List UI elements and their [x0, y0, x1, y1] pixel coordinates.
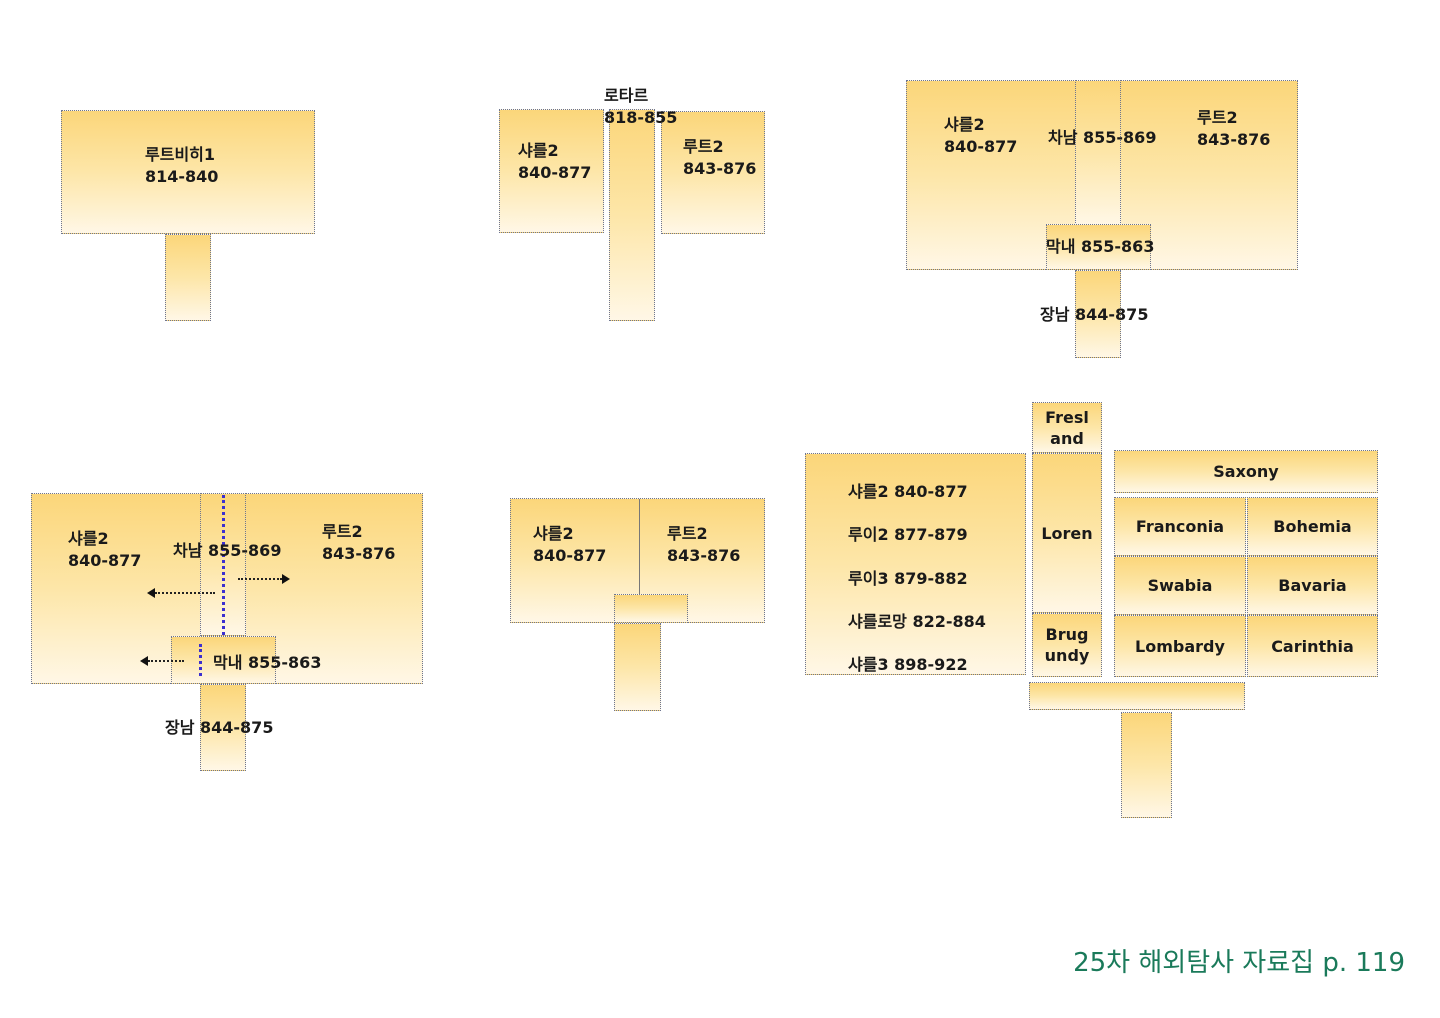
diagram1-stem	[165, 234, 211, 321]
diagram3-center-label: 차남 855-869	[1048, 128, 1157, 147]
diagram3-stem	[1075, 270, 1121, 358]
region-brugundy: Brug undy	[1032, 613, 1102, 677]
ruler-name: 루트2	[683, 137, 724, 156]
diagram3-center-strip	[1075, 80, 1121, 225]
ruler-name: 샤를2	[68, 529, 109, 548]
diagram2-left-label: 샤를2 840-877	[518, 140, 591, 184]
diagram2-left-box	[499, 109, 604, 233]
diagram1-label: 루트비히1 814-840	[145, 144, 218, 188]
region-label: and	[1050, 428, 1084, 448]
ruler-years: 840-877	[518, 163, 592, 182]
region-label: Bavaria	[1278, 576, 1347, 595]
region-bavaria: Bavaria	[1247, 556, 1378, 615]
ruler-name: 루트비히1	[145, 145, 216, 164]
divider-line	[639, 499, 640, 594]
diagram2-center-strip	[609, 109, 655, 321]
diagram3-eldest-label: 장남 844-875	[1040, 305, 1149, 324]
diagram6-bar	[1029, 682, 1245, 710]
diagram6-stem	[1121, 712, 1172, 818]
ruler-years: 840-877	[944, 137, 1018, 156]
rulers-box	[805, 453, 1026, 675]
ruler-name: 샤를2	[533, 524, 574, 543]
ruler-years: 814-840	[145, 167, 219, 186]
region-franconia: Franconia	[1114, 497, 1246, 556]
ruler-years: 840-877	[533, 546, 607, 565]
diagram4-stem	[200, 684, 246, 771]
diagram5-left-label: 샤를2 840-877	[533, 523, 606, 567]
diagram3-youngest-box	[1046, 224, 1151, 270]
rulers-list: 샤를2 840-877 루이2 877-879 루이3 879-882 샤를로망…	[848, 470, 986, 686]
ruler-name: 루트2	[1197, 108, 1238, 127]
ruler-years: 818-855	[604, 108, 678, 127]
diagram1-main-box	[61, 110, 315, 234]
diagram3-left-label: 샤를2 840-877	[944, 114, 1017, 158]
ruler-years: 840-877	[68, 551, 142, 570]
region-lombardy: Lombardy	[1114, 615, 1246, 677]
ruler-item: 루이3 879-882	[848, 568, 968, 588]
region-label: Saxony	[1213, 462, 1279, 481]
region-label: undy	[1044, 646, 1090, 665]
region-label: Lombardy	[1135, 636, 1225, 656]
ruler-name: 샤를2	[944, 115, 985, 134]
diagram2-right-label: 루트2 843-876	[683, 136, 756, 180]
diagram4-youngest-label: 막내 855-863	[213, 653, 322, 672]
ruler-item: 샤를로망 822-884	[848, 611, 986, 631]
ruler-name: 로타르	[604, 86, 649, 105]
diagram4-eldest-label: 장남 844-875	[165, 718, 274, 737]
divider-line	[199, 644, 202, 676]
diagram3-right-label: 루트2 843-876	[1197, 107, 1270, 151]
ruler-years: 843-876	[667, 546, 741, 565]
diagram2-right-box	[661, 111, 765, 234]
arrow-right-icon	[238, 574, 290, 584]
ruler-item: 샤를3 898-922	[848, 655, 968, 675]
diagram5-right-label: 루트2 843-876	[667, 523, 740, 567]
region-label: Loren	[1041, 523, 1093, 543]
region-label: Brug	[1045, 625, 1089, 644]
region-bohemia: Bohemia	[1247, 497, 1378, 556]
region-label: Franconia	[1135, 517, 1225, 536]
ruler-years: 843-876	[322, 544, 396, 563]
diagram5-stem	[614, 623, 661, 711]
arrow-left-icon	[147, 588, 215, 598]
ruler-years: 843-876	[1197, 130, 1271, 149]
region-label: Swabia	[1147, 576, 1213, 595]
region-swabia: Swabia	[1114, 556, 1246, 615]
page-footer: 25차 해외탐사 자료집 p. 119	[1073, 948, 1405, 978]
divider-line	[222, 495, 225, 635]
diagram4-left-label: 샤를2 840-877	[68, 528, 141, 572]
ruler-years: 843-876	[683, 159, 757, 178]
diagram5-small-box	[614, 594, 688, 623]
region-saxony: Saxony	[1114, 450, 1378, 493]
ruler-item: 샤를2 840-877	[848, 482, 968, 501]
region-label: Fresl	[1045, 407, 1089, 427]
region-label: Carinthia	[1271, 636, 1354, 656]
ruler-item: 루이2 877-879	[848, 525, 968, 545]
diagram3-youngest-label: 막내 855-863	[1046, 237, 1155, 256]
ruler-name: 루트2	[322, 522, 363, 541]
diagram4-right-label: 루트2 843-876	[322, 521, 395, 565]
ruler-name: 샤를2	[518, 141, 559, 160]
diagram2-center-label: 로타르 818-855	[604, 85, 677, 129]
diagram4-center-label: 차남 855-869	[173, 541, 282, 560]
region-carinthia: Carinthia	[1247, 615, 1378, 677]
arrow-left-icon	[140, 656, 184, 666]
region-loren: Loren	[1032, 453, 1102, 613]
region-label: Bohemia	[1273, 517, 1352, 536]
ruler-name: 루트2	[667, 524, 708, 543]
